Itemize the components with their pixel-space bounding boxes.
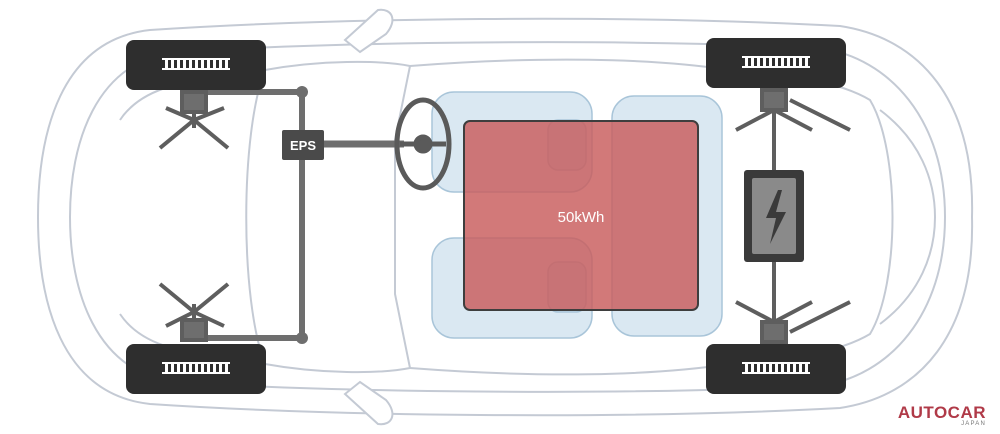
rear-left-wheel	[706, 38, 846, 88]
front-left-wheel	[126, 40, 266, 90]
front-right-suspension	[158, 282, 230, 342]
publisher-name: AUTOCAR	[897, 403, 986, 422]
front-left-suspension	[158, 90, 230, 150]
rear-right-wheel	[706, 344, 846, 394]
lightning-bolt-icon	[766, 190, 786, 244]
eps-unit	[282, 130, 324, 160]
publisher-logo: AUTOCAR JAPAN	[898, 404, 986, 428]
eps-label: EPS	[290, 138, 316, 153]
steering-system: EPS	[200, 86, 404, 344]
right-mirror	[343, 380, 394, 426]
front-right-wheel	[126, 344, 266, 394]
publisher-region: JAPAN	[961, 421, 986, 427]
steering-wheel-icon	[394, 97, 452, 191]
battery-pack	[463, 120, 699, 311]
rear-motor	[744, 170, 804, 262]
left-mirror	[343, 8, 394, 54]
battery-capacity-label: 50kWh	[558, 209, 605, 226]
